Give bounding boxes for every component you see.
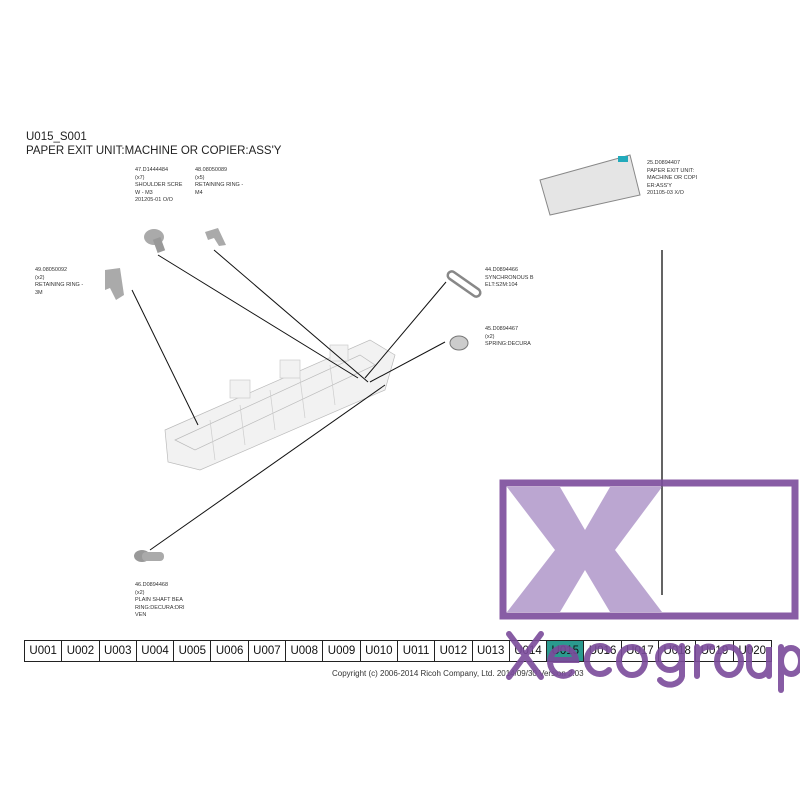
synchronous-belt-part: [446, 270, 482, 298]
tab-u001[interactable]: U001: [25, 641, 63, 661]
retaining-ring-m4-part: [205, 228, 226, 246]
copyright-text: Copyright (c) 2006-2014 Ricoh Company, L…: [332, 669, 584, 678]
tab-u012[interactable]: U012: [435, 641, 473, 661]
part-label-25[interactable]: 25.D0894407 PAPER EXIT UNIT: MACHINE OR …: [647, 160, 698, 196]
paper-exit-unit-drawing: [164, 339, 396, 471]
diagram-title: PAPER EXIT UNIT:MACHINE OR COPIER:ASS'Y: [26, 145, 282, 157]
part-label-46[interactable]: 46.D0894468 (x2) PLAIN SHAFT BEA RING:DE…: [135, 582, 185, 618]
retaining-ring-3m-part: [105, 268, 124, 300]
tab-u017[interactable]: U017: [621, 641, 660, 661]
part-label-45[interactable]: 45.D0894467 (x2) SPRING:DECURA: [485, 326, 531, 347]
part-label-47[interactable]: 47.D1444484 (x7) SHOULDER SCRE W - M3 20…: [135, 167, 183, 203]
part-label-49[interactable]: 49.08050092 (x2) RETAINING RING - 3M: [35, 267, 84, 296]
tab-u013[interactable]: U013: [472, 641, 510, 661]
spring-part: [449, 335, 469, 351]
assembly-thumbnail: [539, 154, 641, 216]
part-label-48[interactable]: 48.08050089 (x5) RETAINING RING - M4: [195, 167, 244, 196]
tab-u005[interactable]: U005: [174, 641, 212, 661]
shaft-bearing-part: [134, 550, 164, 562]
shoulder-screw-part: [144, 229, 166, 253]
tab-u020[interactable]: U020: [733, 641, 771, 661]
tab-u006[interactable]: U006: [211, 641, 249, 661]
tab-u011[interactable]: U011: [397, 641, 436, 661]
tab-u010[interactable]: U010: [360, 641, 398, 661]
tab-u009[interactable]: U009: [323, 641, 361, 661]
tab-u007[interactable]: U007: [248, 641, 287, 661]
tab-u016[interactable]: U016: [584, 641, 622, 661]
part-label-44[interactable]: 44.D0894466 SYNCHRONOUS B ELT:S2M:104: [485, 267, 534, 288]
tab-u015[interactable]: U015: [547, 641, 585, 661]
tab-u014[interactable]: U014: [509, 641, 548, 661]
tab-u018[interactable]: U018: [659, 641, 697, 661]
tab-u003[interactable]: U003: [99, 641, 137, 661]
diagram-code: U015_S001: [26, 131, 87, 143]
tab-u002[interactable]: U002: [62, 641, 100, 661]
tab-u019[interactable]: U019: [696, 641, 734, 661]
tab-u004[interactable]: U004: [136, 641, 175, 661]
tab-u008[interactable]: U008: [286, 641, 324, 661]
